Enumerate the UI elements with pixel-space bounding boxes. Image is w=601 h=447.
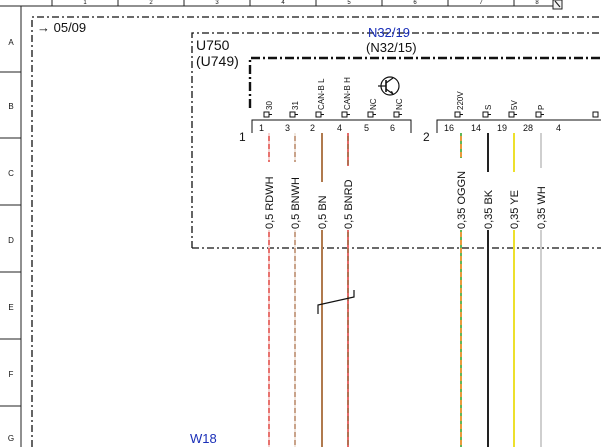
ruler-row-g: G — [8, 434, 14, 443]
component-boundary — [248, 56, 601, 108]
ruler-col-5: 5 — [347, 0, 351, 6]
pin-31: 31 3 — [285, 101, 300, 133]
component-alt-name: (N32/15) — [366, 40, 417, 55]
pin-220v: 220V 16 — [444, 91, 465, 133]
pin-number-19: 19 — [497, 123, 507, 133]
pin-nc-5: NC 5 — [364, 98, 378, 133]
ruler-col-8: 8 — [535, 0, 539, 6]
pin-signal-can-b-l: CAN-B L — [317, 78, 326, 110]
pin-30: 30 1 — [259, 101, 274, 133]
pin-signal-30: 30 — [265, 101, 274, 110]
ruler-row-b: B — [8, 102, 13, 111]
ruler-col-6: 6 — [413, 0, 417, 6]
ruler-row-e: E — [8, 303, 13, 312]
revision-label: → 05/09 — [37, 20, 86, 35]
ruler-row-a: A — [8, 38, 14, 47]
wire-label-rdwh: 0,5 RDWH — [264, 176, 276, 229]
component-name: N32/19 — [368, 25, 410, 40]
wire-labels: 0,5 RDWH 0,5 BNWH 0,5 BN 0,5 BNRD 0,35 O… — [263, 158, 548, 230]
pin-number-4-right: 4 — [556, 123, 561, 133]
wire-label-bn: 0,5 BN — [317, 195, 329, 229]
pin-signal-5v: 5V — [510, 100, 519, 110]
wires — [268, 133, 542, 447]
pin-number-1: 1 — [259, 123, 264, 133]
pin-nc-6: NC 6 — [390, 98, 404, 133]
ruler-row-f: F — [9, 370, 14, 379]
pin-number-2: 2 — [310, 123, 315, 133]
connector-2: 2 220V 16 S 14 5V 19 P 28 4 — [423, 91, 601, 144]
wire-bnrd — [347, 133, 349, 447]
frame-side-ruler: A B C D E F G — [0, 6, 22, 447]
module-boundary — [191, 32, 601, 249]
wire-bk — [487, 133, 489, 447]
ruler-row-c: C — [8, 169, 14, 178]
ruler-col-1: 1 — [83, 0, 87, 6]
wire-label-bk: 0,35 BK — [483, 189, 495, 229]
pin-can-b-l: CAN-B L 2 — [310, 78, 326, 133]
wire-label-bnrd: 0,5 BNRD — [343, 179, 355, 229]
pin-signal-nc-5: NC — [369, 98, 378, 110]
pin-number-4: 4 — [337, 123, 342, 133]
pin-number-3: 3 — [285, 123, 290, 133]
connector-2-number: 2 — [423, 130, 430, 144]
pin-can-b-h: CAN-B H 4 — [337, 77, 352, 133]
module-alt-name: (U749) — [196, 53, 239, 69]
pin-signal-p: P — [537, 105, 546, 110]
wire-bn — [321, 133, 323, 447]
wire-wh — [540, 133, 542, 447]
wire-rdwh — [268, 133, 270, 447]
wire-oggn — [460, 133, 462, 447]
pin-s: S 14 — [471, 105, 493, 133]
harness-label: W18 — [190, 431, 217, 446]
pin-signal-nc-6: NC — [395, 98, 404, 110]
pin-number-6: 6 — [390, 123, 395, 133]
connector-1-number: 1 — [239, 130, 246, 144]
wire-ye — [513, 133, 515, 447]
pin-number-5: 5 — [364, 123, 369, 133]
pin-number-16: 16 — [444, 123, 454, 133]
pin-signal-31: 31 — [291, 101, 300, 110]
twisted-pair-marker — [317, 290, 355, 314]
frame-top-ruler: 1 2 3 4 5 6 7 8 — [0, 0, 601, 10]
wire-bnwh — [294, 133, 296, 447]
wire-label-ye: 0,35 YE — [509, 190, 521, 229]
pin-signal-220v: 220V — [456, 91, 465, 110]
pin-p: P 28 — [523, 105, 546, 133]
wire-label-bnwh: 0,5 BNWH — [290, 177, 302, 229]
module-name: U750 — [196, 37, 230, 53]
pin-number-28: 28 — [523, 123, 533, 133]
pin-5v: 5V 19 — [497, 100, 519, 133]
pin-signal-can-b-h: CAN-B H — [343, 77, 352, 110]
pin-number-14: 14 — [471, 123, 481, 133]
wire-label-wh: 0,35 WH — [536, 186, 548, 229]
wire-label-oggn: 0,35 OGGN — [456, 171, 468, 229]
revision-boundary — [31, 16, 601, 447]
ruler-col-4: 4 — [281, 0, 285, 6]
pin-signal-s: S — [484, 105, 493, 110]
connector-1: 1 30 1 31 3 CAN-B L 2 CAN-B H 4 — [239, 77, 412, 144]
ruler-col-2: 2 — [149, 0, 153, 6]
pin-4-right: 4 — [556, 111, 599, 133]
ruler-col-3: 3 — [215, 0, 219, 6]
ruler-col-7: 7 — [479, 0, 483, 6]
ruler-row-d: D — [8, 236, 14, 245]
transistor-icon — [378, 76, 400, 96]
